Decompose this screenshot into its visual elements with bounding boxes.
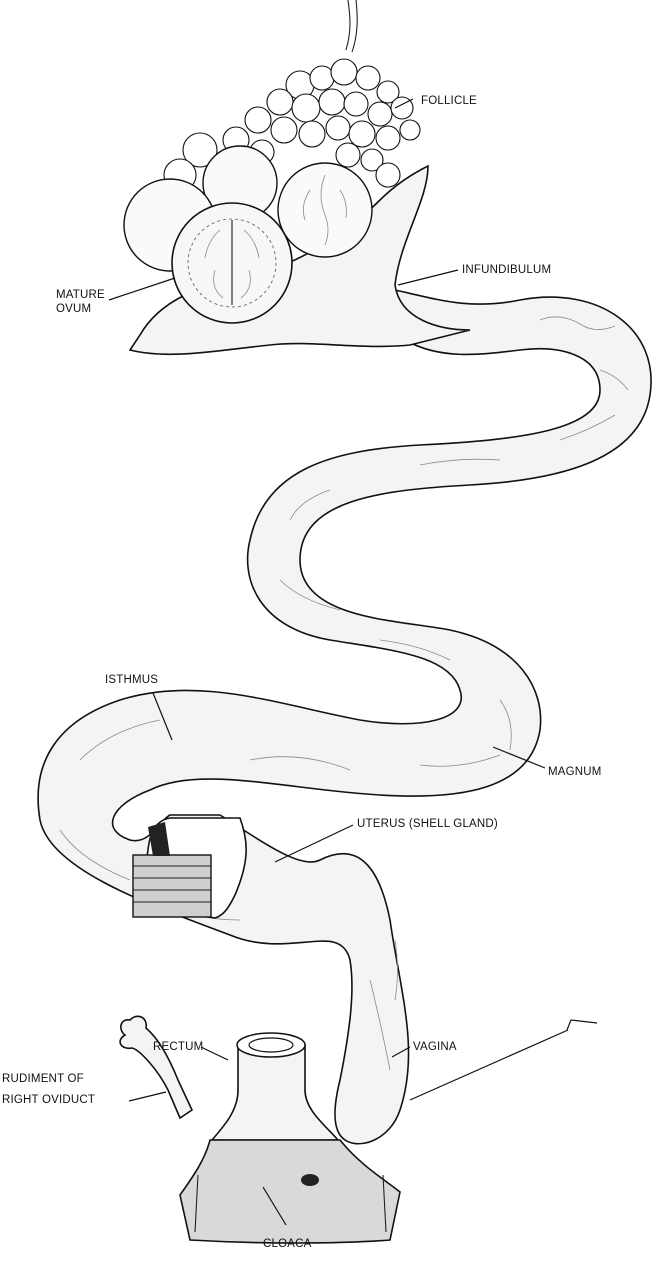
follicle-cluster	[164, 59, 420, 191]
label-magnum: MAGNUM	[548, 766, 602, 778]
label-ovum: OVUM	[56, 303, 91, 315]
label-cloaca: CLOACA	[263, 1238, 312, 1250]
label-rudiment-2: RIGHT OVIDUCT	[2, 1094, 95, 1106]
rectum	[212, 1045, 338, 1140]
label-follicle: FOLLICLE	[421, 95, 477, 107]
label-mature: MATURE	[56, 289, 105, 301]
ovum-right	[278, 163, 372, 257]
cloaca	[180, 1140, 400, 1243]
ovary-stalk	[346, 0, 357, 52]
label-infundibulum: INFUNDIBULUM	[462, 264, 551, 276]
label-uterus: UTERUS (SHELL GLAND)	[357, 818, 498, 830]
oviduct-tube	[38, 290, 651, 1144]
label-isthmus: ISTHMUS	[105, 674, 158, 686]
label-vagina: VAGINA	[413, 1041, 457, 1053]
rudiment-right-oviduct	[120, 1016, 192, 1118]
label-rudiment-1: RUDIMENT OF	[2, 1073, 84, 1085]
label-rectum: RECTUM	[153, 1041, 203, 1053]
